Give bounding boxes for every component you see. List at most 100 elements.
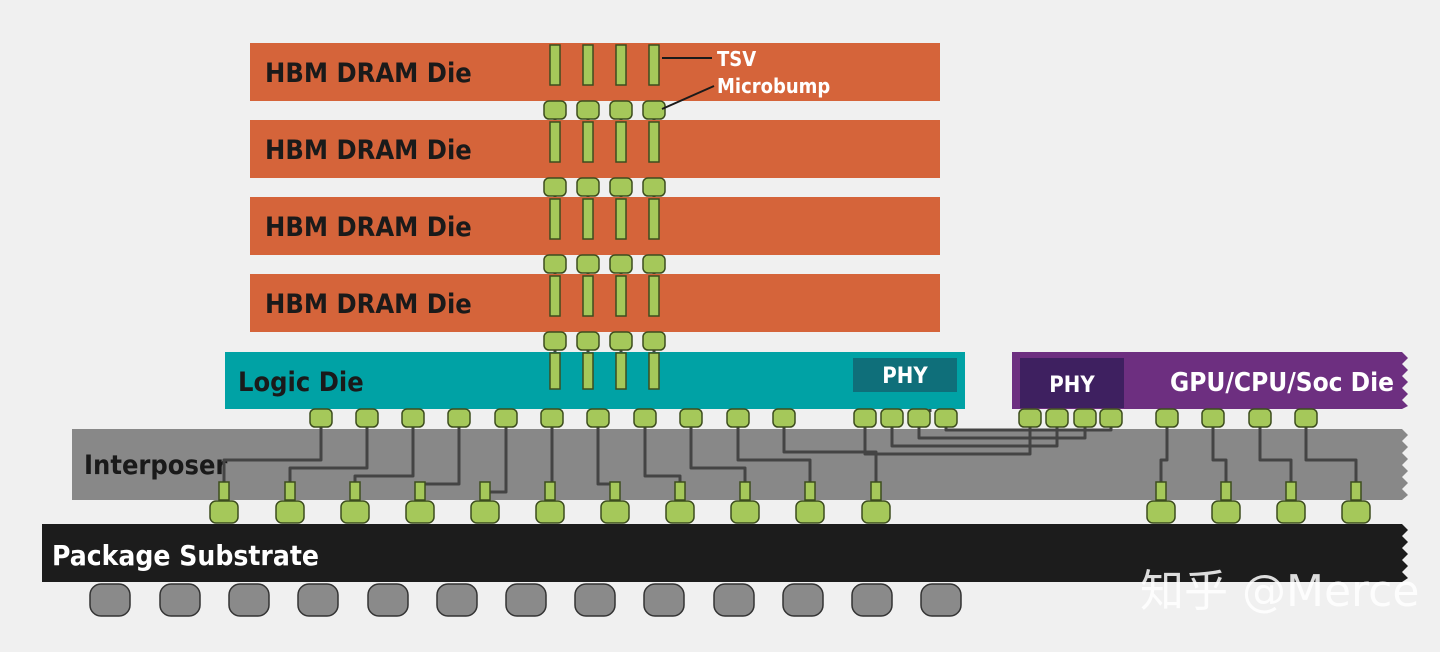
c4-bump	[730, 500, 760, 524]
interposer-tsv	[1155, 481, 1167, 501]
microbump-leader-line	[661, 85, 715, 110]
hbm-dram-die-1: HBM DRAM Die	[250, 43, 940, 101]
interposer-tsv	[674, 481, 686, 501]
package-substrate: Package Substrate	[42, 524, 1408, 582]
phy-interconnect-3	[917, 426, 1087, 440]
solder-ball	[228, 583, 270, 617]
solder-ball	[505, 583, 547, 617]
microbump	[543, 177, 567, 197]
phy-interconnect-4	[944, 426, 1113, 432]
tsv	[648, 352, 660, 390]
logic-phy-label: PHY	[882, 364, 928, 389]
microbump-label: Microbump	[717, 74, 830, 98]
interposer-tsv	[544, 481, 556, 501]
solder-ball	[297, 583, 339, 617]
solder-ball	[159, 583, 201, 617]
tsv	[615, 44, 627, 86]
c4-bump	[861, 500, 891, 524]
microbump	[576, 177, 600, 197]
logic-die: Logic Die PHY	[225, 352, 965, 409]
logic-phy-block	[853, 358, 957, 392]
logic-phy-bump	[853, 408, 877, 428]
microbump	[609, 254, 633, 274]
microbump	[543, 254, 567, 274]
phy-interconnect-2	[890, 426, 1059, 448]
gpu-die-bump	[1155, 408, 1179, 428]
callouts: TSV Microbump	[661, 47, 830, 110]
gpu-die-label: GPU/CPU/Soc Die	[1170, 368, 1394, 398]
gpu-phy-bump	[1045, 408, 1069, 428]
tsv	[615, 198, 627, 240]
c4-bump	[470, 500, 500, 524]
tsv	[648, 198, 660, 240]
tsv	[648, 275, 660, 317]
microbump	[543, 100, 567, 120]
substrate-label: Package Substrate	[52, 539, 319, 572]
phy-interconnect-1	[863, 426, 1032, 456]
logic-die-bump	[494, 408, 518, 428]
gpu-phy-bump	[1018, 408, 1042, 428]
solder-ball	[851, 583, 893, 617]
hbm-dram-die-3: HBM DRAM Die	[250, 197, 940, 255]
gpu-die-bump	[1294, 408, 1318, 428]
logic-die-bump	[355, 408, 379, 428]
interposer-route	[1159, 426, 1169, 490]
tsv	[549, 44, 561, 86]
hbm-dram-die-4: HBM DRAM Die	[250, 274, 940, 332]
interposer-route	[1211, 426, 1228, 490]
microbump	[576, 254, 600, 274]
tsv	[549, 198, 561, 240]
c4-bump	[405, 500, 435, 524]
interposer-tsv	[1285, 481, 1297, 501]
tsv	[549, 352, 561, 390]
tsv	[582, 121, 594, 163]
microbump	[576, 100, 600, 120]
gpu-die-bump	[1248, 408, 1272, 428]
hbm-die-label-2: HBM DRAM Die	[265, 135, 472, 166]
hbm-stack: HBM DRAM Die HBM DRAM Die HBM DRAM Die H…	[250, 43, 940, 332]
gpu-die-bump	[1201, 408, 1225, 428]
hbm-dram-die-2: HBM DRAM Die	[250, 120, 940, 178]
microbump	[642, 100, 666, 120]
c4-bump	[665, 500, 695, 524]
bumps	[209, 100, 1371, 524]
interposer-tsv	[349, 481, 361, 501]
microbump	[576, 331, 600, 351]
solder-ball	[713, 583, 755, 617]
solder-balls	[89, 583, 962, 617]
microbump	[642, 177, 666, 197]
microbump	[609, 177, 633, 197]
c4-bump	[1146, 500, 1176, 524]
interposer-route	[1304, 426, 1358, 490]
logic-die-bump	[772, 408, 796, 428]
tsv	[648, 44, 660, 86]
c4-bump	[1211, 500, 1241, 524]
interposer-route	[736, 426, 812, 490]
microbump	[642, 254, 666, 274]
interposer-tsv	[739, 481, 751, 501]
interposer-wires	[222, 426, 1358, 494]
hbm-die-label-4: HBM DRAM Die	[265, 289, 472, 320]
interposer-route	[222, 426, 323, 490]
microbump	[609, 331, 633, 351]
solder-ball	[367, 583, 409, 617]
gpu-phy-bump	[1073, 408, 1097, 428]
logic-die-bump	[401, 408, 425, 428]
interposer-tsv	[218, 481, 230, 501]
solder-ball	[574, 583, 616, 617]
tsv	[615, 352, 627, 390]
logic-phy-bump	[880, 408, 904, 428]
microbump	[609, 100, 633, 120]
logic-die-bump	[633, 408, 657, 428]
logic-die-bump	[726, 408, 750, 428]
c4-bump	[795, 500, 825, 524]
c4-bump	[275, 500, 305, 524]
microbump	[642, 331, 666, 351]
interposer-tsv	[414, 481, 426, 501]
interposer-route	[689, 426, 747, 490]
substrate-body	[42, 524, 1408, 582]
interposer-label: Interposer	[84, 450, 227, 481]
logic-phy-bump	[907, 408, 931, 428]
solder-ball	[920, 583, 962, 617]
